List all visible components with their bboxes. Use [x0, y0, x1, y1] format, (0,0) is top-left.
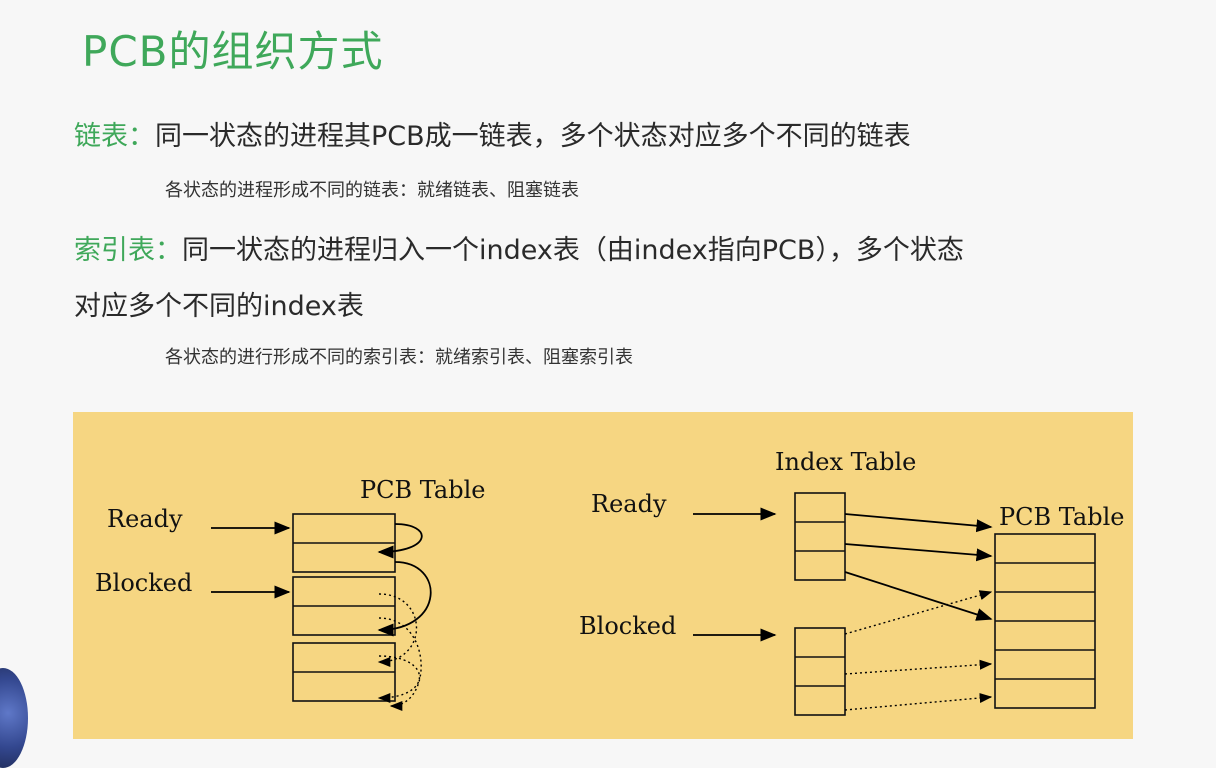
- index-text-line2: 对应多个不同的index表: [74, 291, 364, 322]
- left-pcb-table-title: PCB Table: [360, 476, 485, 504]
- blocked-index-table: [794, 627, 846, 716]
- index-text-line1: 同一状态的进程归入一个index表（由index指向PCB），多个状态: [182, 235, 964, 266]
- index-table-diagram: Index Table PCB Table Ready Blocked: [579, 448, 1124, 716]
- right-pcb-table-title: PCB Table: [999, 503, 1124, 531]
- figure-svg: PCB Table Ready Blocked: [95, 448, 1124, 716]
- index-keyword: 索引表：: [74, 235, 182, 266]
- index-note: 各状态的进行形成不同的索引表：就绪索引表、阻塞索引表: [165, 347, 633, 368]
- linked-list-note: 各状态的进程形成不同的链表：就绪链表、阻塞链表: [165, 180, 579, 201]
- linked-list-line: 链表：同一状态的进程其PCB成一链表，多个状态对应多个不同的链表: [74, 114, 911, 153]
- right-ready-label: Ready: [591, 490, 667, 518]
- left-blocked-label: Blocked: [95, 569, 192, 597]
- ready-chain-arrows: [377, 523, 432, 637]
- presenter-avatar: [0, 668, 28, 768]
- linked-list-diagram: PCB Table Ready Blocked: [95, 476, 485, 712]
- index-table-title: Index Table: [775, 448, 916, 476]
- linked-list-text: 同一状态的进程其PCB成一链表，多个状态对应多个不同的链表: [155, 121, 911, 152]
- blocked-chain-arrows: [377, 593, 422, 712]
- pcb-organization-figure: PCB Table Ready Blocked: [73, 412, 1133, 739]
- blocked-index-pointers: [844, 590, 993, 711]
- ready-index-table: [794, 492, 846, 581]
- slide-title: PCB的组织方式: [82, 27, 384, 76]
- linked-list-keyword: 链表：: [74, 121, 155, 152]
- right-pcb-table: [994, 533, 1096, 709]
- left-ready-label: Ready: [107, 505, 183, 533]
- ready-index-pointers: [844, 513, 993, 621]
- index-line-1: 索引表：同一状态的进程归入一个index表（由index指向PCB），多个状态: [74, 228, 964, 267]
- right-blocked-label: Blocked: [579, 612, 676, 640]
